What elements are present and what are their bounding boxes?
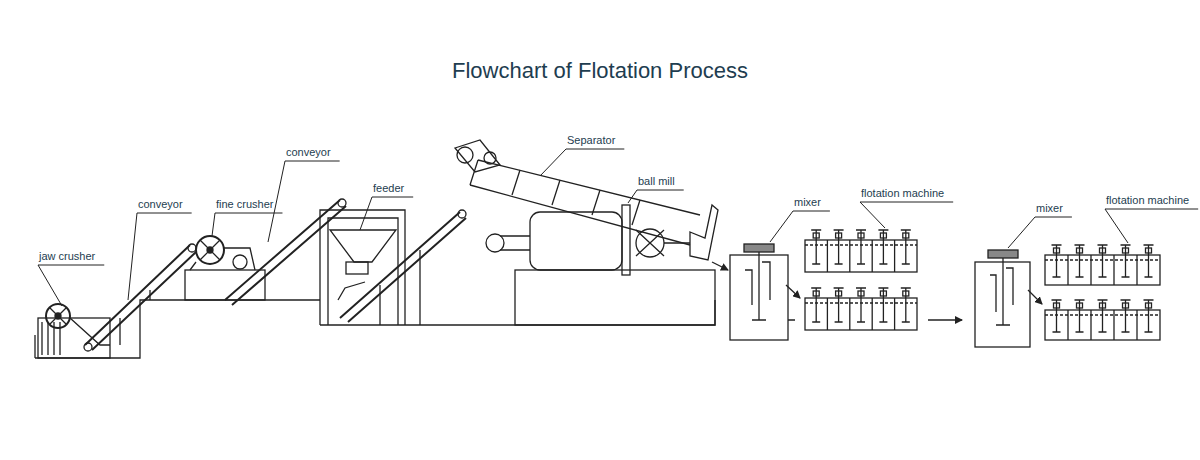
fine-crusher — [185, 236, 265, 300]
part-label: mixer — [793, 196, 822, 209]
mixer — [730, 244, 795, 340]
feeder — [320, 210, 405, 325]
flotation-machine — [805, 288, 917, 330]
part-label: mixer — [1035, 202, 1064, 215]
leader-line — [1008, 217, 1072, 248]
flow-arrow — [928, 319, 962, 320]
leader-line — [628, 190, 684, 203]
part-label: ball mill — [637, 175, 676, 188]
leader-line — [770, 211, 830, 242]
flotation-machine — [805, 230, 917, 272]
leader-line — [360, 197, 413, 230]
flow-arrow — [712, 262, 728, 270]
conveyor — [84, 244, 196, 351]
conveyor — [340, 210, 466, 325]
part-label: flotation machine — [1105, 194, 1190, 207]
flotation-machine — [1045, 300, 1160, 340]
mixer — [975, 250, 1030, 347]
part-label: jaw crusher — [38, 250, 96, 263]
leader-line — [128, 213, 192, 300]
leader-line — [860, 202, 953, 228]
leader-line — [38, 265, 104, 306]
leader-line — [268, 161, 340, 242]
part-label: conveyor — [285, 146, 332, 159]
separator — [455, 140, 700, 245]
part-label: Separator — [566, 134, 616, 147]
leader-line — [1105, 209, 1198, 243]
part-label: feeder — [372, 182, 405, 195]
part-label: conveyor — [137, 198, 184, 211]
leader-line — [540, 149, 624, 176]
diagram-title: Flowchart of Flotation Process — [452, 58, 748, 84]
part-label: flotation machine — [860, 187, 945, 200]
part-label: fine crusher — [215, 198, 274, 211]
ball-mill — [486, 205, 718, 325]
flotation-machine — [1045, 245, 1160, 285]
